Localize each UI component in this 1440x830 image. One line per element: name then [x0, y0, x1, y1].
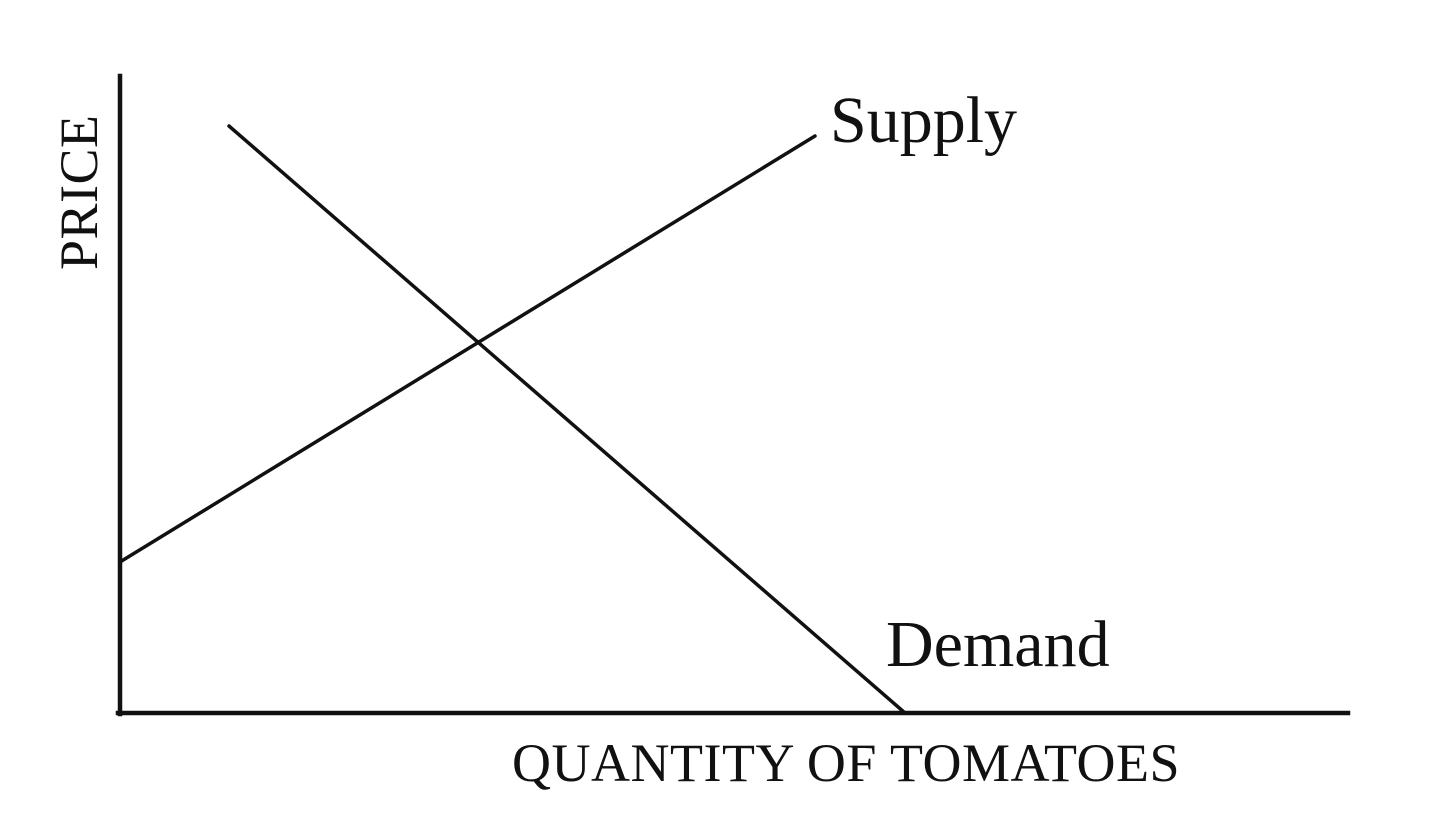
demand-curve	[227, 124, 907, 715]
y-axis-label: PRICE	[49, 114, 109, 270]
supply-curve-label: Supply	[830, 84, 1018, 157]
supply-curve	[118, 134, 817, 564]
x-axis-label: QUANTITY OF TOMATOES	[512, 733, 1181, 793]
demand-curve-label: Demand	[886, 608, 1110, 681]
